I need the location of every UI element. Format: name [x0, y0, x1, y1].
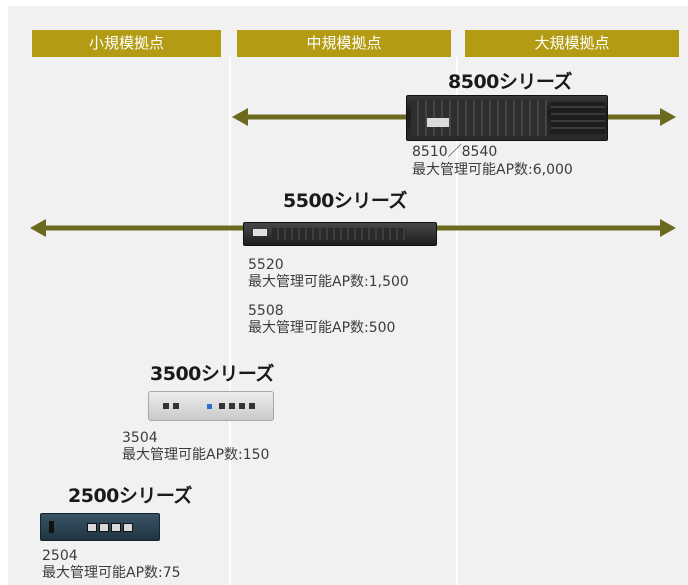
port	[111, 523, 121, 532]
series-title-5500: 5500シリーズ	[283, 190, 407, 212]
controller-2504-image	[40, 513, 160, 541]
chassis-label	[253, 229, 267, 236]
model-capacity-5508: 最大管理可能AP数:500	[248, 320, 396, 336]
controller-8500-image	[406, 95, 608, 141]
tier-divider-2	[456, 57, 458, 585]
tier-label-medium: 中規模拠点	[237, 30, 451, 57]
range-arrow-5500-left-head	[30, 219, 46, 237]
port	[87, 523, 97, 532]
chassis-vent	[551, 102, 605, 134]
model-capacity-3504: 最大管理可能AP数:150	[122, 447, 270, 463]
chassis-front-panel	[272, 228, 406, 240]
series-title-2500: 2500シリーズ	[68, 485, 192, 507]
model-capacity-2504: 最大管理可能AP数:75	[42, 565, 181, 581]
model-name-3504: 3504	[122, 430, 158, 446]
range-arrow-8500-left-head	[232, 108, 248, 126]
model-name-8510-8540: 8510／8540	[412, 144, 498, 160]
tier-label-large: 大規模拠点	[465, 30, 679, 57]
tier-divider-1	[229, 57, 231, 585]
port	[163, 403, 169, 409]
controller-5500-image	[243, 222, 437, 246]
tier-label-small: 小規模拠点	[32, 30, 221, 57]
model-capacity-5520: 最大管理可能AP数:1,500	[248, 274, 409, 290]
model-name-2504: 2504	[42, 548, 78, 564]
model-name-5520: 5520	[248, 257, 284, 273]
port	[173, 403, 179, 409]
port	[239, 403, 245, 409]
range-arrow-8500-right-head	[660, 108, 676, 126]
model-capacity-8510-8540: 最大管理可能AP数:6,000	[412, 162, 573, 178]
port	[99, 523, 109, 532]
series-title-3500: 3500シリーズ	[150, 363, 274, 385]
led	[207, 404, 212, 409]
port	[249, 403, 255, 409]
model-name-5508: 5508	[248, 303, 284, 319]
range-arrow-5500-right-head	[660, 219, 676, 237]
controller-3504-image	[148, 391, 274, 421]
series-title-8500: 8500シリーズ	[448, 71, 572, 93]
bar	[49, 521, 54, 533]
port	[219, 403, 225, 409]
port	[123, 523, 133, 532]
chassis-label	[427, 118, 449, 127]
port	[229, 403, 235, 409]
